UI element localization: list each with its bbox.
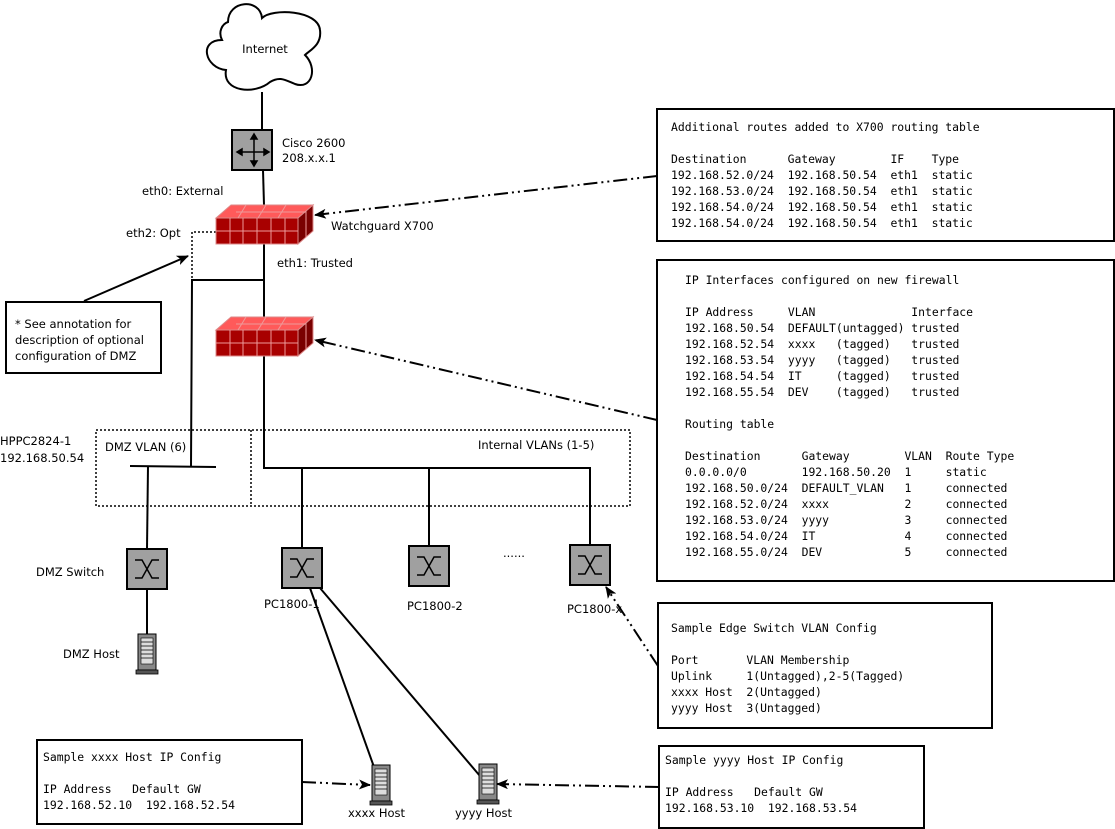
- core-switch-ip: 192.168.50.54: [0, 451, 84, 465]
- box-text-line: 192.168.55.54 DEV (tagged) trusted: [685, 385, 959, 399]
- box-text-line: 192.168.53.0/24 192.168.50.54 eth1 stati…: [671, 184, 973, 198]
- router-name: Cisco 2600: [282, 136, 346, 150]
- internal-vlans-label: Internal VLANs (1-5): [478, 438, 594, 452]
- box-text-line: Sample Edge Switch VLAN Config: [671, 621, 877, 635]
- yyyy-config-box: [658, 745, 925, 829]
- interfaces-box: [656, 259, 1115, 582]
- annotation-line: configuration of DMZ: [15, 349, 136, 363]
- pc1800-1-label: PC1800-1: [264, 597, 320, 611]
- dmz-vlan-label: DMZ VLAN (6): [105, 440, 186, 454]
- yyyy-host-label: yyyy Host: [455, 806, 513, 820]
- box-text-line: Destination Gateway VLAN Route Type: [685, 449, 1014, 463]
- yyyy-config-box-text: Sample yyyy Host IP Config IP Address Def…: [665, 753, 857, 815]
- box-text-line: IP Address VLAN Interface: [685, 305, 973, 319]
- interfaces-callout-arrow: [314, 337, 658, 421]
- box-text-line: 192.168.52.0/24 xxxx 2 connected: [685, 497, 1007, 511]
- more-switches-ellipsis: ......: [503, 546, 525, 560]
- firewall-name: Watchguard X700: [331, 219, 434, 233]
- yyyy-callout-arrow: [496, 779, 660, 790]
- box-text-line: yyyy Host 3(Untagged): [671, 701, 822, 715]
- dmz-switch-label: DMZ Switch: [36, 565, 104, 579]
- box-text-line: IP Address Default GW: [43, 782, 201, 796]
- annotation-arrow: [83, 255, 189, 302]
- box-text-line: 192.168.50.0/24 DEFAULT_VLAN 1 connected: [685, 481, 1007, 495]
- link-yyyy-host: [319, 587, 481, 777]
- xxxx-host-server-icon[interactable]: [369, 764, 393, 806]
- core-switch-name: HPPC2824-1: [0, 434, 71, 448]
- eth2-label: eth2: Opt: [126, 226, 181, 240]
- box-text-line: 192.168.54.54 IT (tagged) trusted: [685, 369, 959, 383]
- pc1800-x-switch-icon[interactable]: [569, 544, 611, 586]
- xxxx-callout-arrow: [301, 779, 371, 790]
- box-text-line: 192.168.52.0/24 192.168.50.54 eth1 stati…: [671, 168, 973, 182]
- box-text-line: Uplink 1(Untagged),2-5(Tagged): [671, 669, 904, 683]
- router-icon[interactable]: [231, 129, 273, 171]
- pc1800-2-label: PC1800-2: [407, 599, 463, 613]
- box-text-line: 192.168.54.0/24 192.168.50.54 eth1 stati…: [671, 200, 973, 214]
- eth1-label: eth1: Trusted: [277, 256, 353, 270]
- box-text-line: 192.168.52.54 xxxx (tagged) trusted: [685, 337, 959, 351]
- box-text-line: Additional routes added to X700 routing …: [671, 120, 980, 134]
- routes-callout-arrow: [314, 175, 658, 219]
- box-text-line: Destination Gateway IF Type: [671, 152, 959, 166]
- box-text-line: 192.168.55.0/24 DEV 5 connected: [685, 545, 1007, 559]
- interfaces-box-text: IP Interfaces configured on new firewall…: [685, 273, 1014, 559]
- box-text-line: Sample yyyy Host IP Config: [665, 753, 843, 767]
- link-router-firewall: [262, 169, 265, 206]
- box-text-line: 192.168.53.10 192.168.53.54: [665, 801, 857, 815]
- box-text-line: IP Address Default GW: [665, 785, 823, 799]
- edge-switch-box: [657, 602, 993, 729]
- xxxx-config-box: [36, 739, 303, 825]
- internet-label: Internet: [242, 42, 288, 56]
- annotation-line: description of optional: [15, 333, 144, 347]
- router-ip: 208.x.x.1: [282, 151, 336, 165]
- vlan-zone: [95, 429, 631, 507]
- pc1800-x-label: PC1800-x: [567, 602, 622, 616]
- dmz-switch-icon[interactable]: [126, 548, 168, 590]
- yyyy-host-server-icon[interactable]: [476, 763, 500, 805]
- xxxx-config-box-text: Sample xxxx Host IP Config IP Address Def…: [43, 750, 235, 812]
- box-text-line: Port VLAN Membership: [671, 653, 849, 667]
- annotation-line: * See annotation for: [15, 317, 131, 331]
- box-text-line: xxxx Host 2(Untagged): [671, 685, 822, 699]
- box-text-line: IP Interfaces configured on new firewall: [685, 273, 959, 287]
- edge-switch-callout-arrow: [605, 586, 659, 667]
- firewall-icon[interactable]: [215, 204, 314, 245]
- link-dmz-vlan: [190, 279, 264, 468]
- box-text-line: Routing table: [685, 417, 774, 431]
- routes-box: [656, 108, 1115, 242]
- internet-cloud-icon: [205, 3, 322, 91]
- link-dmz-switch: [146, 465, 149, 550]
- link-eth2-opt: [191, 231, 216, 282]
- box-text-line: 0.0.0.0/0 192.168.50.20 1 static: [685, 465, 987, 479]
- link-xxxx-host: [309, 587, 375, 768]
- pc1800-2-switch-icon[interactable]: [408, 545, 450, 587]
- routes-box-text: Additional routes added to X700 routing …: [671, 120, 980, 230]
- box-text-line: 192.168.54.0/24 192.168.50.54 eth1 stati…: [671, 216, 973, 230]
- box-text-line: 192.168.53.0/24 yyyy 3 connected: [685, 513, 1007, 527]
- new-firewall-icon[interactable]: [215, 316, 314, 357]
- dmz-host-server-icon[interactable]: [135, 633, 159, 675]
- box-text-line: 192.168.50.54 DEFAULT(untagged) trusted: [685, 321, 959, 335]
- pc1800-1-switch-icon[interactable]: [281, 547, 323, 589]
- annotation-box: [5, 301, 162, 374]
- box-text-line: 192.168.54.0/24 IT 4 connected: [685, 529, 1007, 543]
- eth0-label: eth0: External: [142, 184, 223, 198]
- dmz-host-label: DMZ Host: [63, 647, 120, 661]
- box-text-line: Sample xxxx Host IP Config: [43, 750, 221, 764]
- box-text-line: 192.168.52.10 192.168.52.54: [43, 798, 235, 812]
- box-text-line: 192.168.53.54 yyyy (tagged) trusted: [685, 353, 959, 367]
- xxxx-host-label: xxxx Host: [348, 806, 406, 820]
- dmz-bus: [129, 465, 217, 468]
